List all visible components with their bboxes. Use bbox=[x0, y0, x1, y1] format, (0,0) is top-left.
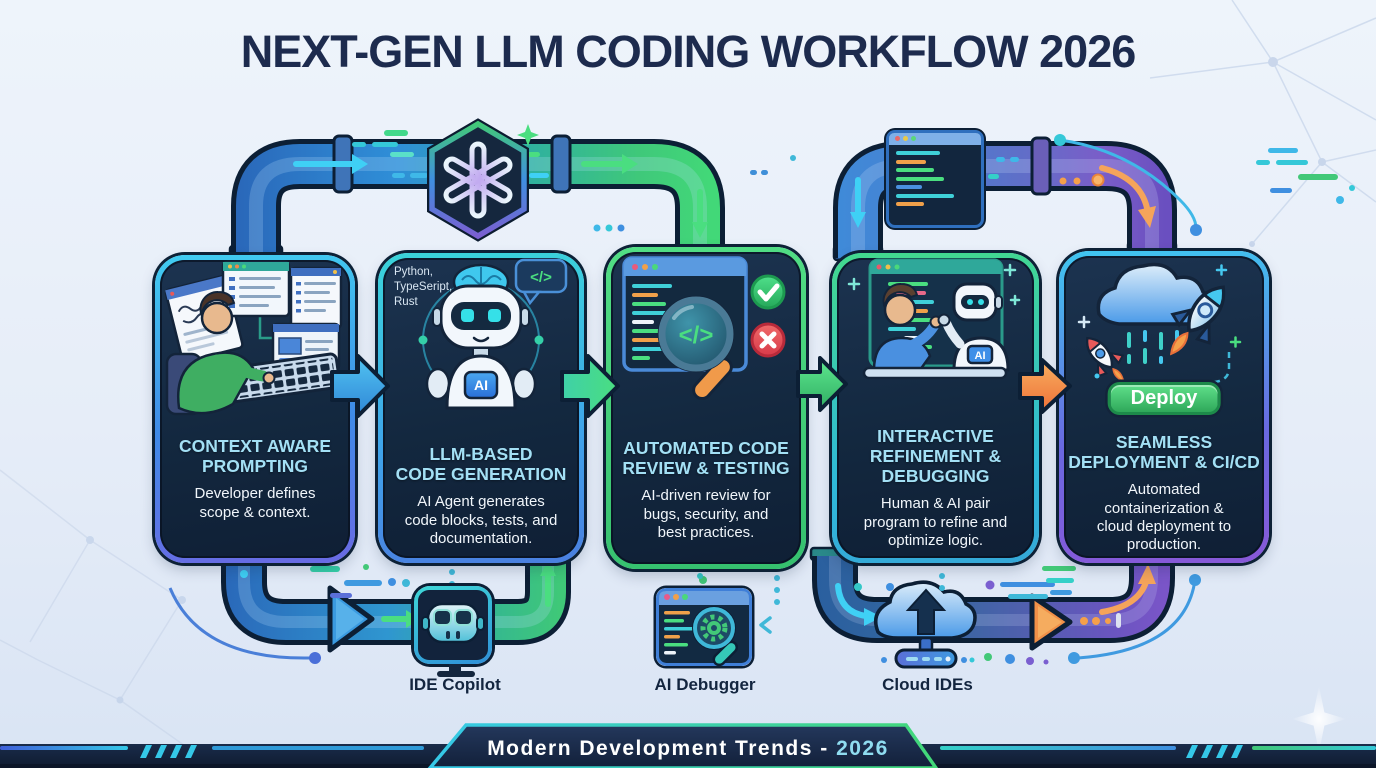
robot-chest-label: AI bbox=[975, 350, 986, 362]
card-2-description: AI Agent generates code blocks, tests, a… bbox=[404, 493, 558, 547]
card-5-description: Automated containerization & cloud deplo… bbox=[1096, 481, 1232, 554]
small-rocket-icon bbox=[1086, 336, 1125, 383]
pipe-bottom-left bbox=[218, 546, 571, 653]
ide-copilot-badge bbox=[414, 586, 492, 664]
pipe-bottom-right bbox=[809, 546, 1178, 651]
code-lines bbox=[889, 145, 981, 212]
orange-triangle-arrow bbox=[1029, 593, 1073, 651]
human-ai-pair-programming-illustration: AI bbox=[847, 258, 1021, 380]
cloud-upload-icon bbox=[874, 580, 977, 669]
pipe-flow-arrow-up-green bbox=[540, 560, 556, 607]
workflow-card-llm-code-generation: Python, TypeSeript, Rust </> bbox=[378, 253, 584, 563]
green-check-circle-icon bbox=[750, 274, 786, 310]
copilot-robot-icon bbox=[421, 602, 485, 644]
card-3-description: AI-driven review for bugs, security, and… bbox=[641, 487, 771, 541]
list-window-right bbox=[289, 266, 343, 330]
desk bbox=[862, 366, 1008, 380]
card-2-title: LLM-BASED CODE GENERATION bbox=[395, 444, 567, 485]
bubble-code-glyph: </> bbox=[530, 269, 552, 286]
robot-chest-label: AI bbox=[474, 377, 488, 393]
play-triangle-arrow bbox=[327, 585, 375, 653]
cloud-deployment-illustration bbox=[1077, 262, 1242, 384]
code-window-titlebar bbox=[889, 133, 981, 145]
copilot-stand-base bbox=[437, 671, 475, 677]
pipe-flow-arrow-orange-curve bbox=[1099, 165, 1156, 228]
openai-hexagon-badge bbox=[426, 118, 530, 242]
workflow-card-context-aware-prompting: CONTEXT AWARE PROMPTING Developer define… bbox=[155, 255, 355, 563]
big-rocket-icon bbox=[1169, 285, 1226, 356]
workflow-card-automated-code-review: </> AUTOMATED CODE REVIEW & TESTING AI-d… bbox=[606, 247, 806, 569]
label-ai-debugger: AI Debugger bbox=[654, 675, 756, 694]
card-4-description: Human & AI pair program to refine and op… bbox=[863, 495, 1008, 549]
card-2-body: Python, TypeSeript, Rust </> bbox=[383, 258, 579, 558]
code-review-illustration: </> bbox=[622, 256, 786, 401]
footer-banner-text: Modern Development Trends - 2026 bbox=[0, 737, 1376, 761]
window-dot-red bbox=[895, 136, 900, 141]
card-1-description: Developer defines scope & context. bbox=[194, 485, 316, 521]
window-dot-yellow bbox=[903, 136, 908, 141]
card-1-title: CONTEXT AWARE PROMPTING bbox=[179, 436, 331, 477]
label-cloud-ides: Cloud IDEs bbox=[882, 675, 973, 694]
pipe-flow-arrow-down-green bbox=[692, 189, 708, 238]
card-3-body: </> AUTOMATED CODE REVIEW & TESTING AI-d… bbox=[611, 252, 801, 564]
assistant-robot: AI bbox=[937, 282, 1010, 372]
list-window-top bbox=[221, 260, 291, 318]
deploy-button: Deploy bbox=[1107, 382, 1221, 415]
rain-dashes bbox=[1127, 330, 1179, 364]
window-dot-green bbox=[911, 136, 916, 141]
footer-text-main: Modern Development Trends - bbox=[487, 737, 829, 760]
developer-workstation-illustration bbox=[164, 260, 343, 416]
developer-person bbox=[872, 282, 943, 372]
card-5-title: SEAMLESS DEPLOYMENT & CI/CD bbox=[1068, 432, 1260, 473]
lens-code-glyph: </> bbox=[679, 322, 714, 349]
robot-torso: AI bbox=[425, 347, 537, 410]
sparkles bbox=[1077, 264, 1242, 379]
workflow-card-interactive-refinement: AI INTERACTIVE REFINEMENT & DEBUGGING Hu… bbox=[832, 253, 1039, 563]
card-4-body: AI INTERACTIVE REFINEMENT & DEBUGGING Hu… bbox=[837, 258, 1034, 558]
page-title: NEXT-GEN LLM CODING WORKFLOW 2026 bbox=[240, 26, 1137, 77]
pipe-flow-arrow-down-cyan bbox=[850, 177, 866, 228]
ai-robot-illustration: </> bbox=[418, 258, 568, 410]
code-speech-bubble-icon: </> bbox=[514, 258, 568, 306]
languages-note: Python, TypeSeript, Rust bbox=[394, 266, 453, 308]
workflow-card-seamless-deployment: Deploy SEAMLESS DEPLOYMENT & CI/CD Autom… bbox=[1059, 251, 1269, 563]
footer-text-year: 2026 bbox=[836, 737, 889, 760]
card-4-title: INTERACTIVE REFINEMENT & DEBUGGING bbox=[869, 426, 1002, 487]
dashed-deploy-path bbox=[1203, 352, 1231, 384]
label-ide-copilot: IDE Copilot bbox=[409, 675, 501, 694]
pipe-flow-arrow-orange-up bbox=[1099, 564, 1156, 615]
developer-person bbox=[165, 290, 276, 416]
pipe-flow-arrow-cyan-curve bbox=[835, 583, 882, 626]
card-3-title: AUTOMATED CODE REVIEW & TESTING bbox=[622, 438, 790, 479]
magnifier-code-icon: </> bbox=[657, 295, 735, 401]
card-1-body: CONTEXT AWARE PROMPTING Developer define… bbox=[160, 260, 350, 558]
pipe-flow-arrow-green bbox=[581, 154, 638, 174]
robot-head bbox=[432, 284, 530, 350]
copilot-stand-neck bbox=[449, 664, 461, 672]
pipe-flow-arrow-cyan bbox=[293, 154, 368, 174]
ai-debugger-badge bbox=[656, 588, 752, 667]
card-5-body: Deploy SEAMLESS DEPLOYMENT & CI/CD Autom… bbox=[1064, 256, 1264, 558]
red-cross-circle-icon bbox=[750, 322, 786, 358]
code-window-badge bbox=[886, 130, 984, 228]
sparkles bbox=[847, 263, 1021, 306]
magnifier-gear-icon bbox=[692, 606, 739, 667]
